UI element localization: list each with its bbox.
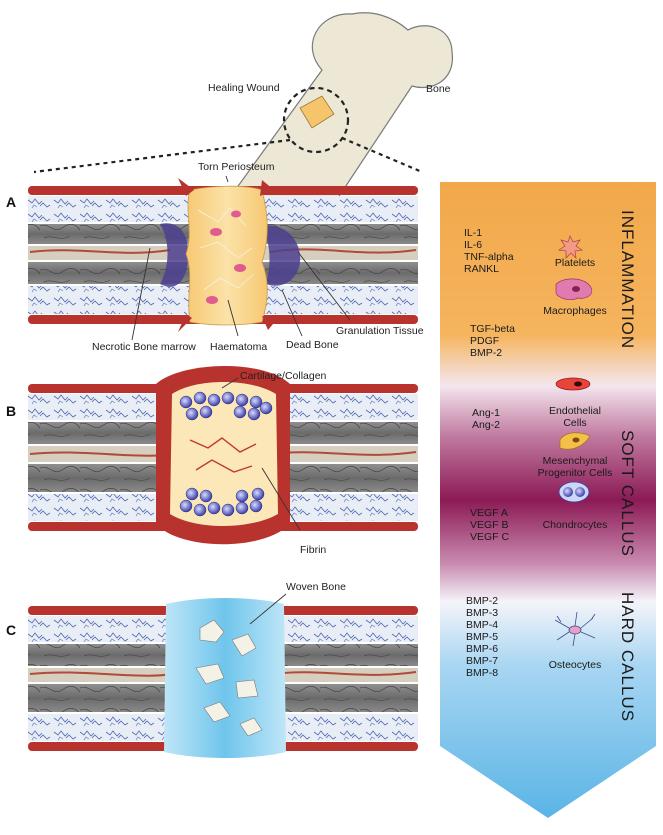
molecule-label: IL-6 [464,239,482,251]
cell-labels: PlateletsMacrophagesEndothelialCellsMese… [538,257,613,671]
femur-bone-icon [226,12,453,211]
stage-hard-callus: HARD CALLUS [618,592,637,722]
macrophage-icon [555,278,593,300]
chondrocyte-clusters [179,391,273,517]
molecule-label: BMP-8 [466,667,498,679]
molecule-label: RANKL [464,263,499,275]
stage-soft-callus: SOFT CALLUS [618,430,637,557]
stage-inflammation: INFLAMMATION [618,210,637,349]
granulation-tissue-label: Granulation Tissue [336,325,424,337]
endothelial-cell-icon [555,377,591,391]
healing-stage-arrow [440,182,656,818]
cell-type-label: Chondrocytes [543,519,608,531]
molecule-label: BMP-4 [466,619,498,631]
molecule-label: VEGF A [470,507,508,519]
molecule-label: BMP-5 [466,631,498,643]
molecule-label: PDGF [470,335,499,347]
cell-type-label: Osteocytes [549,659,602,671]
torn-periosteum-label: Torn Periosteum [198,161,275,173]
molecule-label: BMP-2 [466,595,498,607]
cartilage-collagen-label: Cartilage/Collagen [240,370,327,382]
cell-type-label: Mesenchymal [543,455,608,467]
molecule-label: IL-1 [464,227,482,239]
haematoma-label: Haematoma [210,341,267,353]
signaling-molecules: IL-1IL-6TNF-alphaRANKLTGF-betaPDGFBMP-2A… [464,227,515,679]
woven-bone-label: Woven Bone [286,581,346,593]
haematoma-macrophages [206,210,246,304]
panel-c: C Woven Bone [6,581,418,758]
panel-letter-c: C [6,622,16,638]
necrotic-zone-right [262,225,301,286]
fibrin-label: Fibrin [300,544,326,556]
panel-b: B Cartilage/Collagen Fibrin [6,365,418,556]
molecule-label: VEGF C [470,531,510,543]
panel-letter-a: A [6,194,16,210]
cell-type-label: Macrophages [543,305,607,317]
molecule-label: TNF-alpha [464,251,514,263]
dead-bone-label: Dead Bone [286,339,339,351]
molecule-label: Ang-1 [472,407,500,419]
woven-bone [195,619,263,737]
cell-type-label: Progenitor Cells [538,467,613,479]
necrotic-zone-left [160,223,189,287]
haematoma [185,185,268,326]
cell-type-label: Endothelial [549,405,601,417]
panel-a: A Necrotic B [6,175,424,353]
necrotic-bone-marrow-label: Necrotic Bone marrow [92,341,196,353]
molecule-label: BMP-6 [466,643,498,655]
panel-letter-b: B [6,403,16,419]
healing-wound-label: Healing Wound [208,82,280,94]
zoom-line-right [341,136,423,174]
molecule-label: Ang-2 [472,419,500,431]
molecule-label: BMP-3 [466,607,498,619]
molecule-label: TGF-beta [470,323,515,335]
cell-type-label: Platelets [555,257,595,269]
cell-type-label: Cells [563,417,586,429]
zoom-line-left [33,138,291,174]
hard-callus [164,598,286,758]
stage-labels: INFLAMMATION SOFT CALLUS HARD CALLUS [618,210,637,722]
molecule-label: BMP-7 [466,655,498,667]
bone-label: Bone [426,83,451,95]
molecule-label: VEGF B [470,519,509,531]
molecule-label: BMP-2 [470,347,502,359]
zoom-circle [282,86,350,154]
chondrocyte-icon [558,481,590,503]
platelet-icon [558,235,583,259]
osteocyte-icon [554,611,596,647]
mesenchymal-cell-icon [559,432,591,450]
